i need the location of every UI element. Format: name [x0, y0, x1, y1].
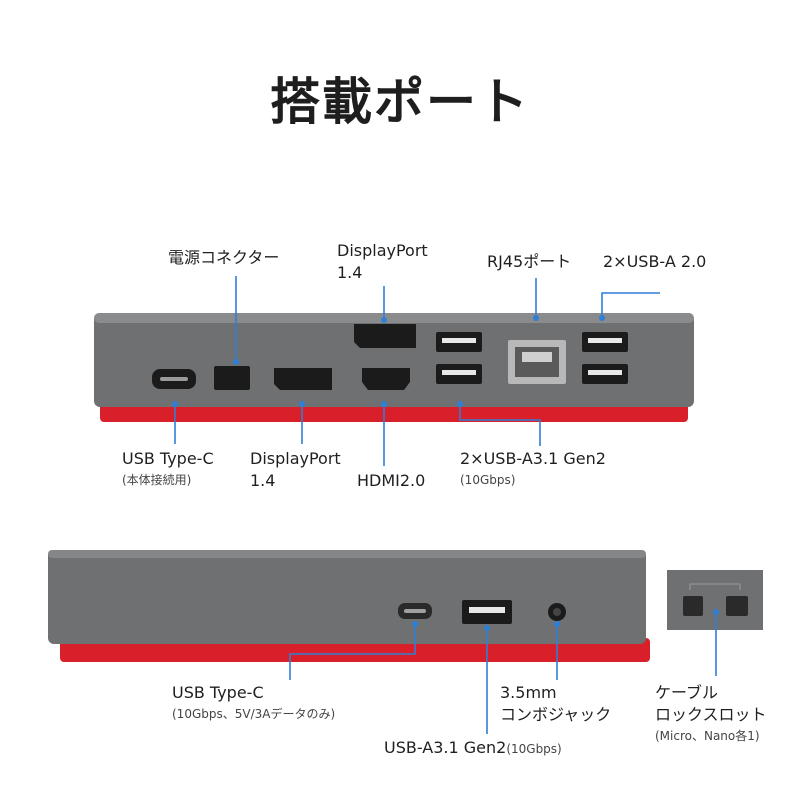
- side-usb-c-tongue: [404, 609, 426, 613]
- side-dock: [48, 550, 650, 662]
- label-audio-jack-line1: 3.5mm: [500, 683, 557, 702]
- usb-a31-port-lower-tongue: [442, 370, 476, 375]
- front-leader-dots: [172, 315, 605, 407]
- front-dock-top-edge: [94, 313, 694, 323]
- lock-slot-left: [683, 596, 703, 616]
- lock-slot-marking: [689, 583, 741, 590]
- lock-slot-inset: [667, 570, 763, 630]
- hdmi-port: [362, 368, 410, 390]
- label-side-usb-c: USB Type-C: [172, 683, 264, 702]
- label-lock-slot-line1: ケーブル: [655, 683, 719, 702]
- front-usb-c-tongue: [160, 377, 188, 381]
- label-side-usb-a-note: (10Gbps): [506, 742, 562, 756]
- side-leader-lines: [289, 612, 717, 734]
- label-usb-a31-note: (10Gbps): [460, 473, 516, 487]
- label-lock-slot-note: (Micro、Nano各1): [655, 729, 760, 743]
- side-dock-top-edge: [48, 550, 646, 558]
- label-lock-slot-line2: ロックスロット: [655, 705, 767, 724]
- label-displayport-bottom-line2: 1.4: [250, 471, 276, 490]
- rj45-port-pins: [522, 352, 552, 362]
- label-hdmi: HDMI2.0: [357, 471, 426, 490]
- label-usb-a31: 2×USB-A3.1 Gen2: [460, 449, 606, 468]
- usb-a31-port-upper-tongue: [442, 338, 476, 343]
- label-side-usb-a-name: USB-A3.1 Gen2: [384, 738, 507, 757]
- power-connector-port: [214, 366, 250, 390]
- label-usb-c-note: (本体接続用): [122, 473, 192, 487]
- leader-side-usb-c: [289, 624, 416, 680]
- leader-usb-a31: [459, 404, 541, 446]
- label-usb-c: USB Type-C: [122, 449, 214, 468]
- displayport-top-port: [354, 324, 416, 348]
- front-leader-lines: [174, 276, 660, 466]
- usb-a20-port-lower-tongue: [588, 370, 622, 375]
- label-side-usb-c-note: (10Gbps、5V/3Aデータのみ): [172, 707, 336, 721]
- label-power-connector: 電源コネクター: [168, 248, 280, 267]
- label-displayport-top-line2: 1.4: [337, 263, 363, 282]
- leader-usb-a20: [601, 292, 660, 318]
- lock-slot-panel: [667, 570, 763, 630]
- audio-jack-hole: [553, 608, 561, 616]
- label-rj45: RJ45ポート: [487, 252, 572, 271]
- front-dock: [94, 313, 694, 422]
- page-title: 搭載ポート: [270, 73, 530, 131]
- label-usb-a20: 2×USB-A 2.0: [603, 252, 707, 271]
- label-side-usb-a: USB-A3.1 Gen2(10Gbps): [384, 737, 562, 760]
- side-usb-a-tongue: [469, 607, 505, 613]
- usb-a20-port-upper-tongue: [588, 338, 622, 343]
- label-audio-jack-line2: コンボジャック: [500, 705, 612, 724]
- label-displayport-bottom-line1: DisplayPort: [250, 449, 341, 468]
- displayport-bottom-port: [274, 368, 332, 390]
- label-displayport-top-line1: DisplayPort: [337, 241, 428, 260]
- side-leader-dots: [412, 609, 719, 631]
- lock-slot-right: [726, 596, 748, 616]
